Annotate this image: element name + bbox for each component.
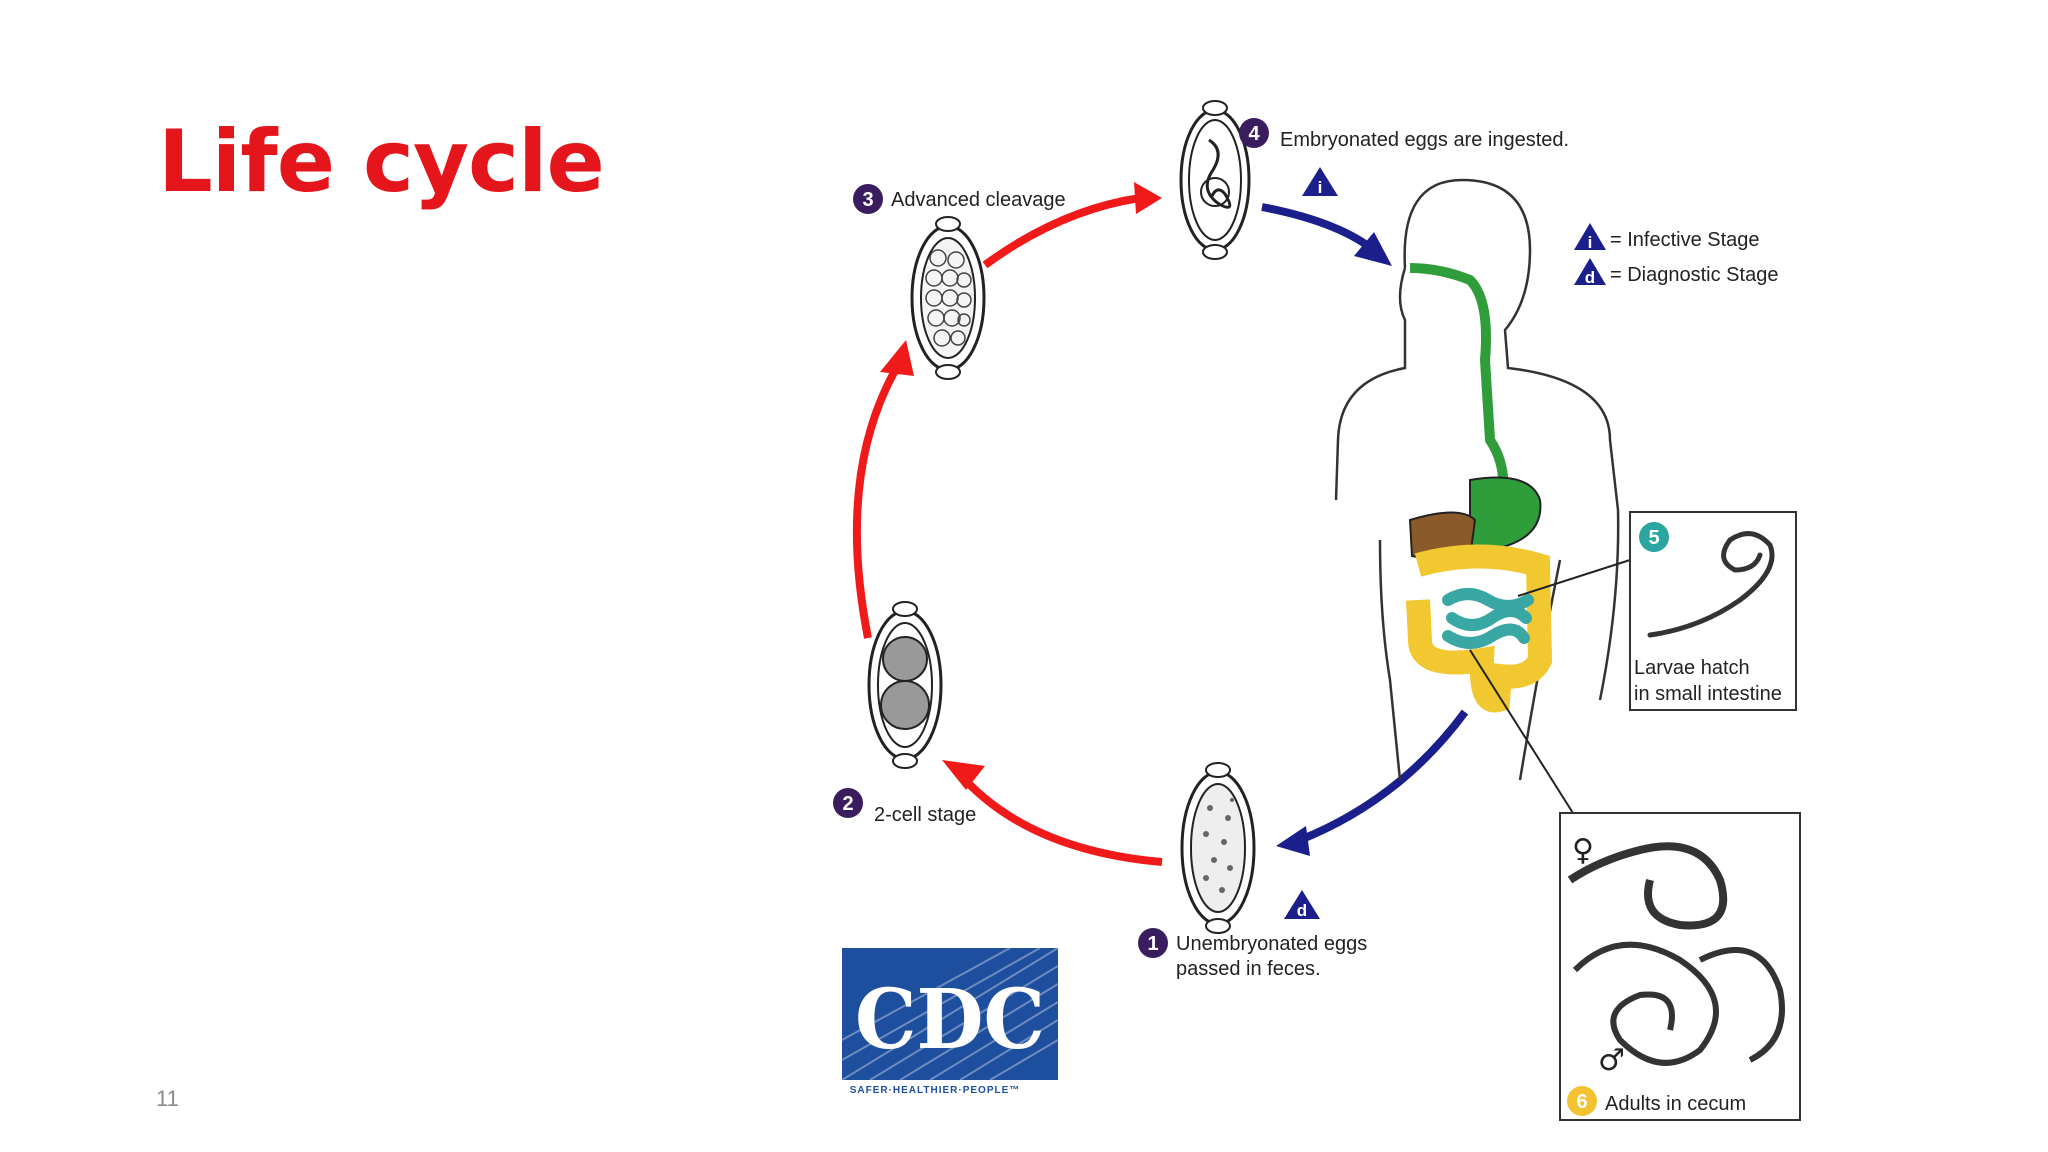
- stage-4-label: Embryonated eggs are ingested.: [1280, 129, 1569, 151]
- egg-stage-4: [1179, 100, 1251, 260]
- legend-infective-text: = Infective Stage: [1610, 229, 1760, 251]
- badge-5: [1639, 522, 1669, 552]
- adults-box: [1559, 812, 1801, 1121]
- badge-2: [833, 788, 863, 818]
- badge-3: [853, 184, 883, 214]
- stage-5-label-line1: Larvae hatch: [1634, 657, 1750, 679]
- infective-marker-icon: [1302, 167, 1338, 196]
- badge-4-number: 4: [1248, 123, 1260, 145]
- blue-arrowheads: [1276, 232, 1392, 856]
- female-symbol: ♀: [1572, 833, 1594, 868]
- legend: [1574, 223, 1606, 285]
- callout-line-6: [1469, 649, 1591, 841]
- arrow-1-to-2: [954, 769, 1163, 866]
- arrowhead-3: [880, 340, 914, 376]
- slide-title: Life cycle: [158, 112, 605, 212]
- stage-1-label-line2: passed in feces.: [1176, 958, 1321, 980]
- cdc-logo: [842, 948, 1058, 1080]
- diagnostic-marker-symbol: d: [1297, 901, 1307, 920]
- egg-stage-2: [867, 601, 943, 769]
- larva: [1647, 531, 1775, 638]
- infective-symbol: i: [1588, 233, 1593, 252]
- stage-1-label-line1: Unembryonated eggs: [1176, 933, 1367, 955]
- female-worm: [1567, 842, 1728, 930]
- diagnostic-stage-icon: [1574, 258, 1606, 285]
- legend-diagnostic-text: = Diagnostic Stage: [1610, 264, 1778, 286]
- badge-5-number: 5: [1648, 527, 1659, 549]
- cdc-tagline: SAFER·HEALTHIER·PEOPLE™: [850, 1085, 1021, 1096]
- stage-5-label-line2: in small intestine: [1634, 683, 1782, 705]
- badge-6: [1567, 1086, 1597, 1116]
- diagnostic-marker-icon: [1284, 890, 1320, 919]
- egg-stage-1: [1180, 762, 1256, 934]
- male-symbol: ♂: [1598, 1043, 1625, 1078]
- red-arrows: [852, 194, 1163, 866]
- egg-stage-3: [910, 216, 986, 380]
- infective-marker-symbol: i: [1318, 178, 1323, 197]
- male-worm: [1572, 941, 1785, 1066]
- arrowhead-2: [942, 760, 985, 790]
- stage-3-label: Advanced cleavage: [891, 189, 1066, 211]
- arrowhead-ingestion: [1354, 232, 1392, 266]
- small-intestine: [1442, 588, 1534, 649]
- red-arrowheads: [880, 182, 1162, 790]
- arrowhead-feces: [1276, 826, 1310, 856]
- slide-number: 11: [156, 1086, 179, 1111]
- infective-stage-icon: [1574, 223, 1606, 250]
- stage-2-label: 2-cell stage: [874, 804, 976, 826]
- arrow-to-feces: [1298, 709, 1469, 844]
- badge-6-number: 6: [1576, 1091, 1587, 1113]
- badge-1: [1138, 928, 1168, 958]
- badge-2-number: 2: [842, 793, 853, 815]
- badge-4: [1239, 118, 1269, 148]
- stage-badges: [833, 118, 1669, 1116]
- callout-line-5: [1517, 559, 1631, 597]
- large-intestine: [1406, 544, 1553, 713]
- arrow-3-to-4: [982, 194, 1141, 269]
- badge-3-number: 3: [862, 189, 873, 211]
- arrowhead-4: [1134, 182, 1162, 214]
- stage-6-label: Adults in cecum: [1605, 1093, 1746, 1115]
- diagnostic-symbol: d: [1585, 268, 1595, 287]
- badge-1-number: 1: [1147, 933, 1158, 955]
- arrow-2-to-3: [852, 359, 904, 639]
- cdc-logo-text: CDC: [855, 972, 1045, 1068]
